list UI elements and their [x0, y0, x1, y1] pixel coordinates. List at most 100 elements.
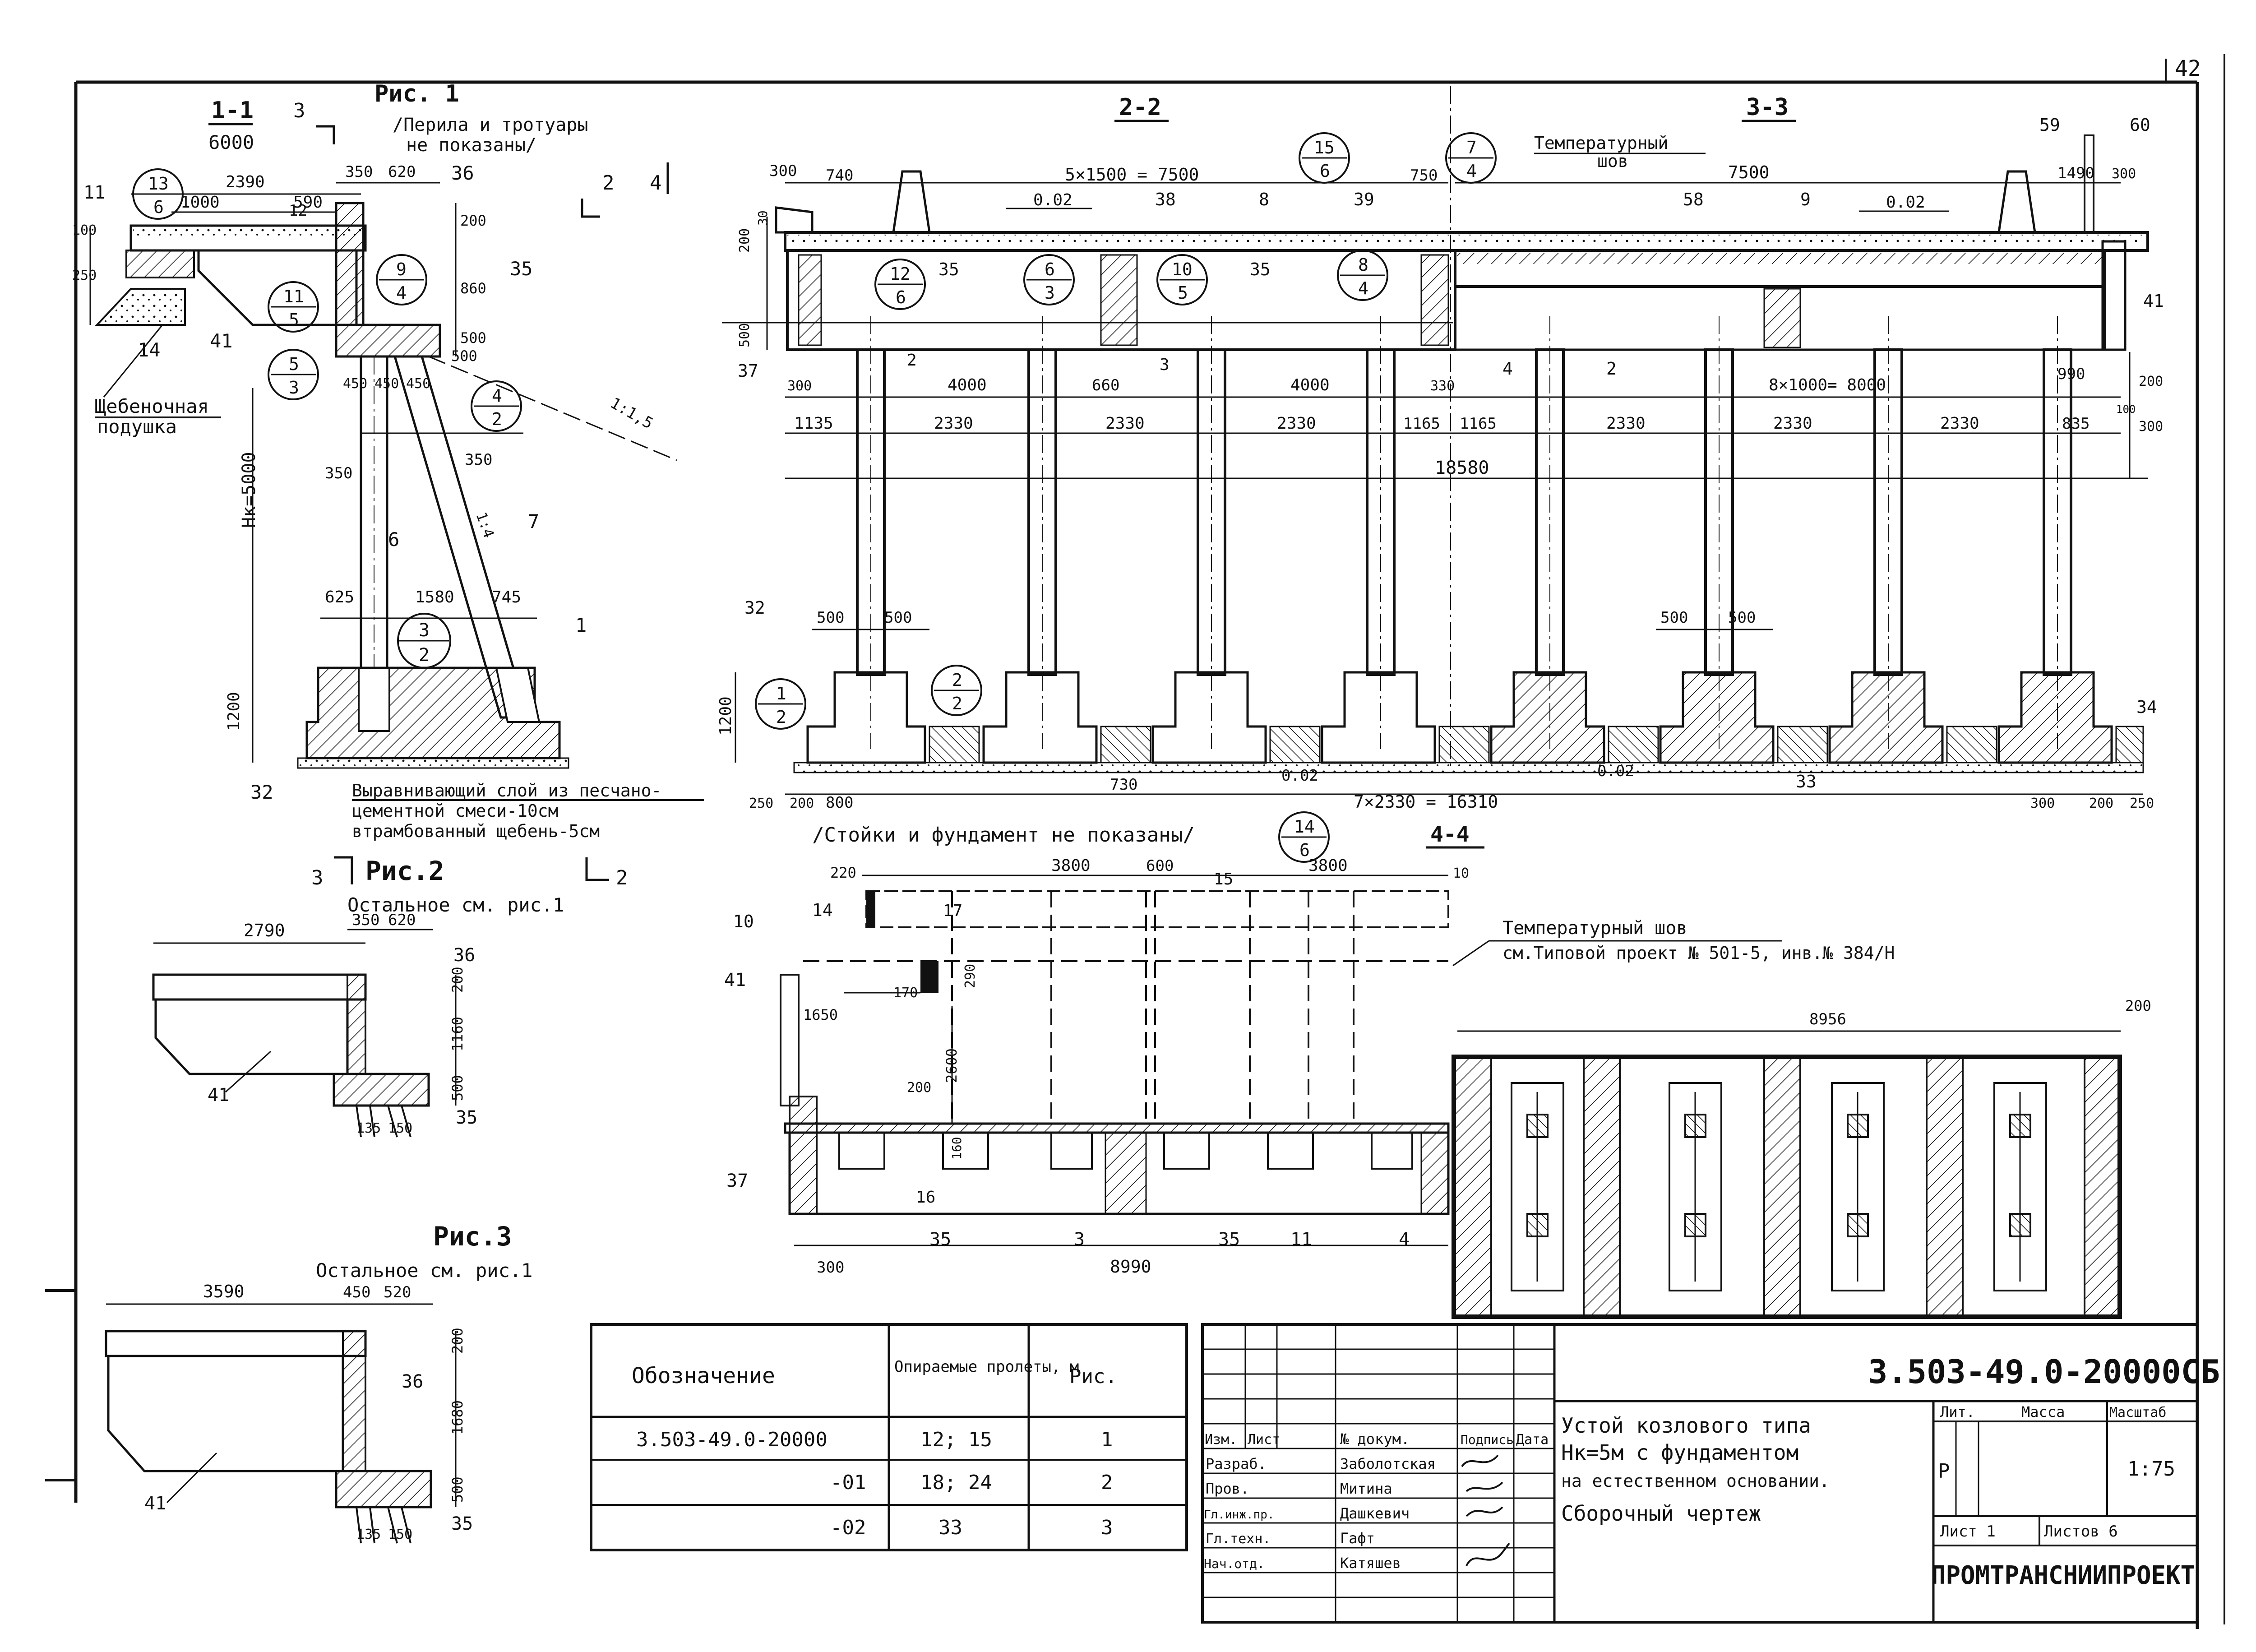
sec22-label: 2-2 [1119, 94, 1161, 121]
sec33-dim-2330a: 2330 [1606, 414, 1646, 433]
sec22-callout-1-2: 1 2 [755, 678, 806, 730]
sec44-mark-37: 37 [726, 1171, 748, 1191]
svg-text:8: 8 [1358, 255, 1368, 275]
fig1-callout-3-2: 3 2 [397, 613, 451, 669]
fig3-mark-36: 36 [402, 1371, 423, 1392]
title-block: Изм. Лист № докум. Подпись Дата Разраб. … [1201, 1323, 2220, 1624]
fig3-dim-500: 500 [449, 1476, 466, 1503]
fig2-mark-36: 36 [453, 945, 475, 966]
title-line-2: Нк=5м с фундаментом [1561, 1440, 1798, 1465]
svg-text:3: 3 [1045, 283, 1055, 303]
svg-text:3: 3 [289, 378, 299, 398]
sec22-mark-35b: 35 [1250, 259, 1271, 279]
sec44-dim-600: 600 [1146, 857, 1174, 875]
svg-text:3: 3 [419, 620, 430, 641]
title-col-list: Лист [1248, 1432, 1280, 1448]
svg-text:6: 6 [896, 287, 906, 307]
fig2-dim-500: 500 [449, 1075, 466, 1101]
role-5: Нач.отд. [1204, 1556, 1265, 1571]
sec22-dim-300: 300 [769, 162, 797, 180]
sec22-mark-32: 32 [744, 598, 765, 618]
fig1-width: 6000 [208, 131, 254, 153]
fig2-dim-350: 350 [352, 911, 379, 929]
sec44-mark-35b: 35 [1218, 1229, 1240, 1250]
sec33-dim-8000: 8×1000= 8000 [1769, 376, 1886, 394]
sec33-joint-2: шов [1597, 151, 1628, 171]
fig1-hk: Нк=5000 [239, 452, 259, 528]
sec44-dim-220: 220 [830, 864, 856, 881]
fig1-dim-250: 250 [72, 268, 97, 283]
fig1-leveling-2: цементной смеси-10см [352, 801, 559, 821]
sec33-dim-990: 990 [2057, 365, 2085, 383]
fig1-cut-3: 3 [293, 99, 305, 122]
fig1-section-label: 1-1 [211, 97, 254, 124]
fig2-mark-35: 35 [456, 1107, 477, 1128]
spec-row-2-spans: 18; 24 [920, 1471, 992, 1494]
fig1-dim-745: 745 [492, 588, 521, 606]
sec22-dim-30: 30 [755, 210, 770, 226]
sec33-dim-2330c: 2330 [1940, 414, 1979, 433]
sec33-dim-100: 100 [2116, 403, 2136, 416]
fig1-mark-36: 36 [451, 162, 474, 184]
fig3-detail: Рис.3 Остальное см. рис.1 3590 450 520 2… [105, 1221, 532, 1544]
title-lit: Лит. [1940, 1403, 1975, 1421]
fig1-note-line-2: не показаны/ [406, 135, 536, 156]
fig2-dim-1160: 1160 [449, 1017, 466, 1051]
title-mass: Масса [2021, 1403, 2065, 1421]
spec-header-fig: Рис. [1069, 1365, 1117, 1388]
sec22-dim-1200: 1200 [717, 696, 735, 736]
sec22-mark-35a: 35 [938, 259, 959, 279]
sec44-mark-14: 14 [812, 900, 833, 920]
svg-text:12: 12 [890, 264, 911, 284]
svg-text:10: 10 [1172, 259, 1193, 279]
fig1-cut-4: 4 [650, 171, 662, 194]
fig3-dim-200: 200 [449, 1328, 466, 1354]
sec33-slope: 0.02 [1886, 193, 1925, 212]
sec44-mark-15: 15 [1214, 870, 1233, 888]
sec22-dim-2330b: 2330 [1105, 414, 1145, 433]
title-sheets: Листов 6 [2044, 1522, 2118, 1541]
role-2: Пров. [1206, 1480, 1249, 1497]
sec22-dim-4000a: 4000 [948, 376, 987, 394]
fig1-slope: 1:1,5 [607, 394, 656, 433]
spec-row-2-fig: 2 [1101, 1471, 1113, 1494]
sec44-dim-2600: 2600 [943, 1048, 960, 1083]
svg-text:5: 5 [289, 310, 299, 330]
sec22-span: 5×1500 = 7500 [1065, 165, 1199, 185]
title-col-izm: Изм. [1205, 1432, 1237, 1448]
organization: ПРОМТРАНСНИИПРОЕКТ [1931, 1561, 2195, 1590]
name-4: Гафт [1340, 1530, 1375, 1547]
fig2-title: Рис.2 [365, 856, 444, 886]
sec44-dim-200: 200 [907, 1080, 931, 1096]
svg-text:14: 14 [1294, 817, 1315, 837]
title-col-sign: Подпись [1461, 1432, 1514, 1447]
sec33-dim-835: 835 [2062, 415, 2090, 433]
sec44-mark-35a: 35 [929, 1229, 951, 1250]
svg-text:2: 2 [419, 645, 430, 666]
fig1-dim-350: 350 [345, 163, 373, 181]
fig1-dim-590: 590 [293, 193, 323, 212]
fig3-mark-41: 41 [144, 1493, 166, 1514]
svg-text:6: 6 [1299, 840, 1310, 860]
fig1-dim-620: 620 [388, 163, 416, 181]
spec-row-1-spans: 12; 15 [920, 1428, 992, 1451]
sec44-dim-290: 290 [962, 964, 978, 988]
fig2-subtitle: Остальное см. рис.1 [347, 894, 564, 916]
sec22-ped-500a: 500 [817, 609, 844, 627]
svg-text:6: 6 [1320, 161, 1330, 181]
fig1-mark-32: 32 [250, 781, 273, 803]
role-1: Разраб. [1206, 1455, 1267, 1472]
sec33-ped-500b: 500 [1728, 609, 1756, 627]
sec44-mark-11: 11 [1290, 1229, 1312, 1250]
svg-text:4: 4 [1466, 161, 1477, 181]
fig2-mark-41: 41 [208, 1085, 229, 1106]
sec22-dim-2330c: 2330 [1277, 414, 1316, 433]
sec22-dim-740: 740 [826, 167, 853, 185]
role-4: Гл.техн. [1206, 1531, 1271, 1547]
title-line-3: на естественном основании. [1561, 1471, 1830, 1491]
fig1-dim-200: 200 [460, 212, 486, 229]
fig2-dim-135: 135 [356, 1120, 381, 1136]
sec22-ped-500b: 500 [884, 609, 912, 627]
spec-row-1-fig: 1 [1101, 1428, 1113, 1451]
svg-text:6: 6 [1045, 259, 1055, 279]
